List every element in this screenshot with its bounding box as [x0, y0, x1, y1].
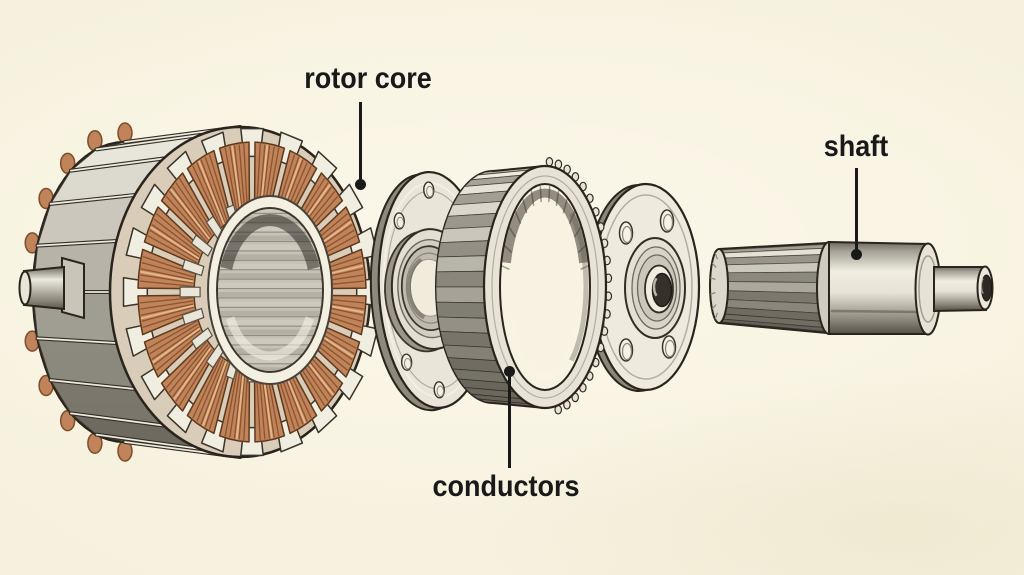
hub-flange-illustration: [585, 182, 701, 392]
conductors-leader-dot: [504, 366, 515, 377]
shaft-label: shaft: [823, 130, 889, 163]
shaft-leader-dot: [851, 249, 862, 260]
conductors-label: conductors: [432, 470, 580, 503]
rotor-core-leader-line: [359, 102, 362, 181]
rotor-core-label: rotor core: [304, 62, 432, 95]
rotor-core-leader-dot: [355, 179, 366, 190]
conductor-ring-illustration: [435, 157, 613, 415]
shaft-illustration: [709, 240, 994, 336]
rotor-core-illustration: [18, 122, 382, 462]
shaft-leader-line: [855, 168, 858, 252]
conductors-leader-line: [508, 376, 511, 468]
